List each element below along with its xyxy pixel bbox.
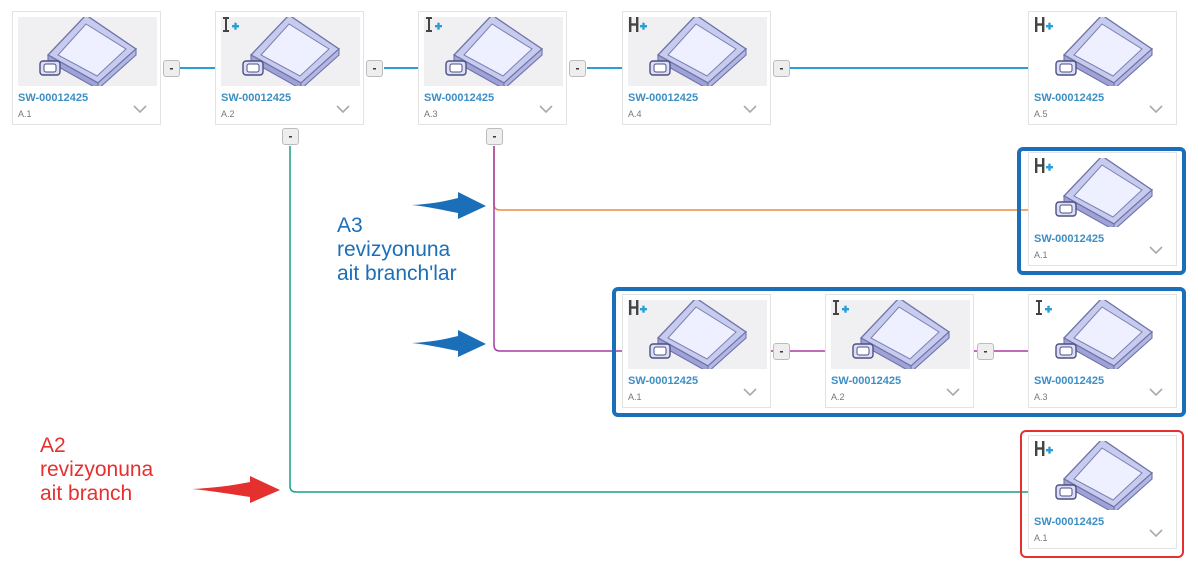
revision-card[interactable]: SW-00012425 A.2 <box>825 294 974 408</box>
revision-label: A.2 <box>221 109 235 119</box>
revise-icon <box>221 16 241 34</box>
revision-card[interactable]: SW-00012425 A.2 <box>215 11 364 125</box>
collapse-toggle[interactable]: - <box>773 343 790 360</box>
collapse-toggle[interactable]: - <box>366 60 383 77</box>
chevron-down-icon[interactable] <box>538 104 554 114</box>
part-number-link[interactable]: SW-00012425 <box>18 92 89 104</box>
arrow-right-icon <box>192 476 280 503</box>
revision-card[interactable]: SW-00012425 A.3 <box>1028 294 1177 408</box>
revision-card[interactable]: SW-00012425 A.5 <box>1028 11 1177 125</box>
collapse-toggle[interactable]: - <box>569 60 586 77</box>
branch-icon <box>1034 157 1054 175</box>
chevron-down-icon[interactable] <box>335 104 351 114</box>
part-thumbnail <box>831 300 970 369</box>
branch-icon <box>628 299 648 317</box>
part-thumbnail <box>18 17 157 86</box>
revision-label: A.2 <box>831 392 845 402</box>
collapse-toggle[interactable]: - <box>977 343 994 360</box>
branch-icon <box>1034 440 1054 458</box>
part-number-link[interactable]: SW-00012425 <box>424 92 495 104</box>
branch-icon <box>628 16 648 34</box>
revise-icon <box>424 16 444 34</box>
part-thumbnail <box>424 17 563 86</box>
revision-card[interactable]: SW-00012425 A.3 <box>418 11 567 125</box>
a3-branch-1-highlight <box>1017 147 1186 275</box>
part-number-link[interactable]: SW-00012425 <box>831 375 902 387</box>
part-thumbnail <box>628 300 767 369</box>
part-thumbnail <box>628 17 767 86</box>
a3-branch-line-1 <box>493 146 1029 211</box>
revision-label: A.3 <box>424 109 438 119</box>
revise-icon <box>1034 299 1054 317</box>
revision-label: A.1 <box>628 392 642 402</box>
a2-branch-line <box>289 146 1029 493</box>
part-number-link[interactable]: SW-00012425 <box>221 92 292 104</box>
part-thumbnail <box>1034 300 1173 369</box>
part-thumbnail <box>1034 441 1173 510</box>
chevron-down-icon[interactable] <box>1148 104 1164 114</box>
part-thumbnail <box>221 17 360 86</box>
chevron-down-icon[interactable] <box>1148 245 1164 255</box>
revision-label: A.4 <box>628 109 642 119</box>
a2-annotation: A2 revizyonuna ait branch <box>40 434 154 505</box>
part-number-link[interactable]: SW-00012425 <box>1034 92 1105 104</box>
part-thumbnail <box>1034 17 1173 86</box>
collapse-toggle[interactable]: - <box>773 60 790 77</box>
revision-card[interactable]: SW-00012425 A.1 <box>12 11 161 125</box>
revision-label: A.5 <box>1034 109 1048 119</box>
revision-label: A.1 <box>1034 533 1048 543</box>
chevron-down-icon[interactable] <box>742 387 758 397</box>
revision-card[interactable]: SW-00012425 A.1 <box>1028 435 1177 549</box>
collapse-toggle[interactable]: - <box>282 128 299 145</box>
chevron-down-icon[interactable] <box>742 104 758 114</box>
collapse-toggle[interactable]: - <box>163 60 180 77</box>
revision-card[interactable]: SW-00012425 A.1 <box>1028 152 1177 266</box>
a3-annotation: A3 revizyonuna ait branch'lar <box>337 214 457 285</box>
chevron-down-icon[interactable] <box>1148 387 1164 397</box>
chevron-down-icon[interactable] <box>132 104 148 114</box>
part-number-link[interactable]: SW-00012425 <box>628 92 699 104</box>
chevron-down-icon[interactable] <box>1148 528 1164 538</box>
a3-branch-line-2 <box>493 146 622 352</box>
a2-branch-highlight <box>1020 430 1184 558</box>
revision-card[interactable]: SW-00012425 A.4 <box>622 11 771 125</box>
part-number-link[interactable]: SW-00012425 <box>1034 375 1105 387</box>
part-number-link[interactable]: SW-00012425 <box>628 375 699 387</box>
a3-branch-2-highlight <box>612 287 1186 417</box>
branch-icon <box>1034 16 1054 34</box>
chevron-down-icon[interactable] <box>945 387 961 397</box>
part-number-link[interactable]: SW-00012425 <box>1034 233 1105 245</box>
revision-card[interactable]: SW-00012425 A.1 <box>622 294 771 408</box>
part-thumbnail <box>1034 158 1173 227</box>
arrow-right-icon <box>412 330 486 357</box>
revision-label: A.1 <box>1034 250 1048 260</box>
arrow-right-icon <box>412 192 486 219</box>
revision-label: A.1 <box>18 109 32 119</box>
collapse-toggle[interactable]: - <box>486 128 503 145</box>
revise-icon <box>831 299 851 317</box>
revision-label: A.3 <box>1034 392 1048 402</box>
part-number-link[interactable]: SW-00012425 <box>1034 516 1105 528</box>
